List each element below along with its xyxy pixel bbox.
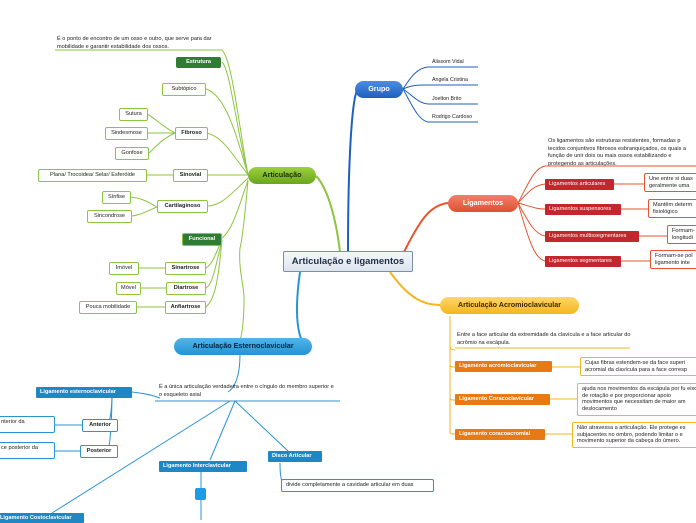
member-4: Rodrigo Cardoso <box>432 114 473 120</box>
node-ligamentos-suspensores[interactable]: Ligamentos suspensores <box>545 204 621 215</box>
node-ligamentos-segmentares[interactable]: Ligamentos segmentares <box>545 256 621 267</box>
node-ligamento-esternoclavicular[interactable]: Ligamento esternoclavicular <box>36 387 132 398</box>
topic-esternoclavicular[interactable]: Articulação Esternoclavicular <box>174 338 312 355</box>
articulacao-definition: É o ponto de encontro de um osso e outro… <box>57 36 212 50</box>
node-diartrose[interactable]: Diartrose <box>166 282 206 295</box>
node-anfiartrose[interactable]: Anfiartrose <box>165 301 206 314</box>
node-sinfise[interactable]: Sínfise <box>102 191 131 204</box>
node-ligamento-coracoacromial[interactable]: Ligamento coracoacromial <box>455 429 545 440</box>
node-sinovial-types[interactable]: Plana/ Trocoidea/ Selar/ Esferóide <box>38 169 147 182</box>
node-imovel[interactable]: Imóvel <box>109 262 139 275</box>
node-ligamentos-articulares[interactable]: Ligamentos articulares <box>545 179 614 190</box>
node-sincondrose[interactable]: Sincondrose <box>87 210 132 223</box>
node-movel[interactable]: Móvel <box>116 282 141 295</box>
node-sutura[interactable]: Sutura <box>119 108 148 121</box>
topic-acromioclavicular[interactable]: Articulação Acromioclavicular <box>440 297 579 314</box>
node-sinovial[interactable]: Sinovial <box>173 169 208 182</box>
node-disco-articular[interactable]: Disco Articular <box>268 451 322 462</box>
desc-ligamentos-segmentares[interactable]: Formam-se pol ligamento inte <box>650 250 696 270</box>
topic-ligamentos[interactable]: Ligamentos <box>448 195 518 212</box>
member-1: Alissom Vidal <box>432 59 464 65</box>
topic-articulacao[interactable]: Articulação <box>248 167 316 184</box>
node-funcional[interactable]: Funcional <box>182 233 222 246</box>
node-cartilaginoso[interactable]: Cartilaginoso <box>157 200 208 213</box>
node-subtopico[interactable]: Subtópico <box>162 83 206 96</box>
node-ligamento-acromioclavicular[interactable]: Ligamento acromioclavicular <box>455 361 552 372</box>
desc-disco-articular[interactable]: divide completamente a cavidade articula… <box>281 479 434 492</box>
desc-ligamento-coracoclavicular[interactable]: ajuda nos movimentos da escápula por fu … <box>577 383 696 416</box>
esterno-definition: É a única articulação verdadeira entre o… <box>159 384 334 398</box>
node-estrutura[interactable]: Estrutura <box>176 57 221 68</box>
attachment-marker[interactable] <box>195 488 206 500</box>
desc-ligamentos-multissegmentares[interactable]: Formam- longitudi <box>667 225 696 245</box>
desc-ligamentos-suspensores[interactable]: Mantêm determ fisiológico <box>648 199 696 219</box>
node-ligamentos-multissegmentares[interactable]: Ligamentos multissegmentares <box>545 231 639 242</box>
member-2: Angela Cristina <box>432 77 468 83</box>
node-ligamento-interclavicular[interactable]: Ligamento Interclavicular <box>159 461 247 472</box>
ligamentos-definition: Os ligamentos são estruturas resistentes… <box>548 138 687 167</box>
desc-ligamento-acromioclavicular[interactable]: Cujas fibras estendem-se da face superi … <box>580 357 696 377</box>
desc-posterior[interactable]: ce posterior da <box>0 442 55 459</box>
member-3: Joelton Brito <box>432 96 462 102</box>
topic-grupo[interactable]: Grupo <box>355 81 403 98</box>
node-posterior[interactable]: Posterior <box>80 445 118 458</box>
node-ligamento-coracoclavicular[interactable]: Ligamento Coracoclavicular <box>455 394 550 405</box>
node-gonfose[interactable]: Gonfose <box>115 147 149 160</box>
node-anterior[interactable]: Anterior <box>82 419 118 432</box>
node-fibroso[interactable]: Fibroso <box>175 127 208 140</box>
desc-anterior[interactable]: nterior da <box>0 416 55 433</box>
desc-ligamento-coracoacromial[interactable]: Não atravessa a articulação. Ele protege… <box>572 422 696 449</box>
central-topic[interactable]: Articulação e ligamentos <box>283 251 413 273</box>
acromio-definition: Entre a face articular da extremidade da… <box>457 332 631 346</box>
node-sinartrose[interactable]: Sinartrose <box>165 262 206 275</box>
node-ligamento-costoclavicular[interactable]: Ligamento Costoclavicular <box>0 513 84 523</box>
node-sindesmose[interactable]: Sindesmose <box>105 127 148 140</box>
desc-ligamentos-articulares[interactable]: Une entre si duas geralmente uma <box>644 173 696 193</box>
node-pouca-mobilidade[interactable]: Pouca mobilidade <box>79 301 137 314</box>
